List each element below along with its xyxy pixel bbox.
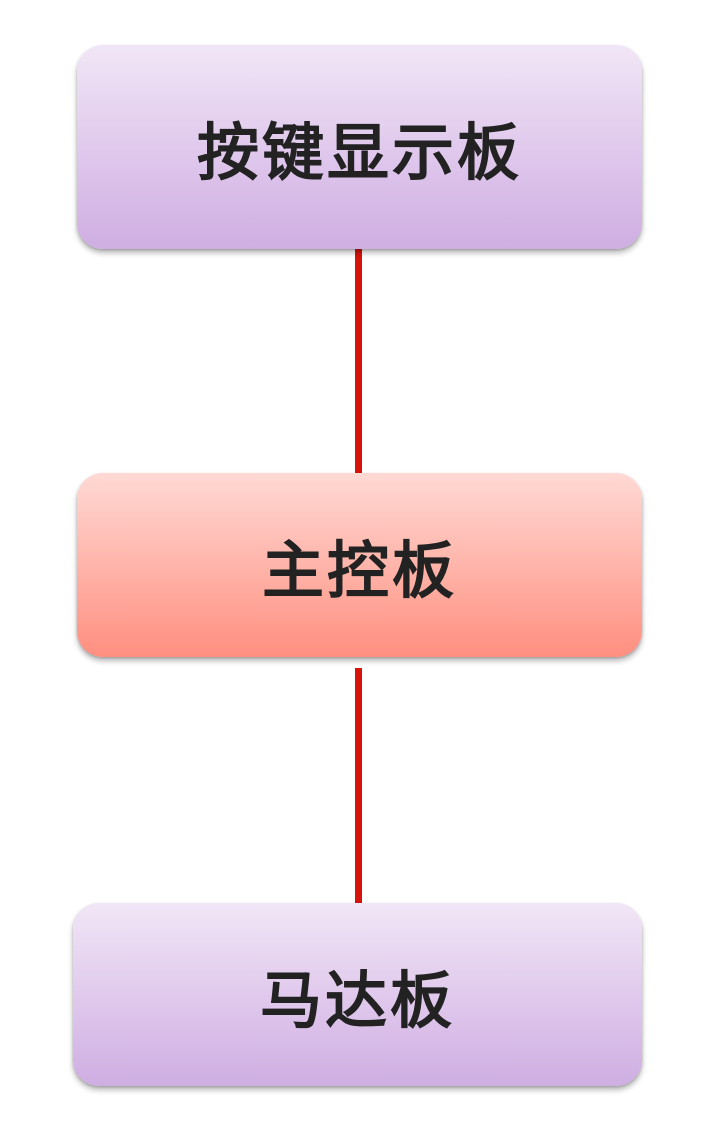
connector-top-to-middle [355,248,362,473]
connector-middle-to-bottom [355,668,362,903]
node-label: 主控板 [261,534,457,607]
node-label: 马达板 [259,963,455,1037]
node-motor-board: 马达板 [73,903,642,1086]
node-label: 按键显示板 [196,116,522,189]
node-button-display-board: 按键显示板 [77,45,642,249]
node-main-control-board: 主控板 [77,473,642,657]
